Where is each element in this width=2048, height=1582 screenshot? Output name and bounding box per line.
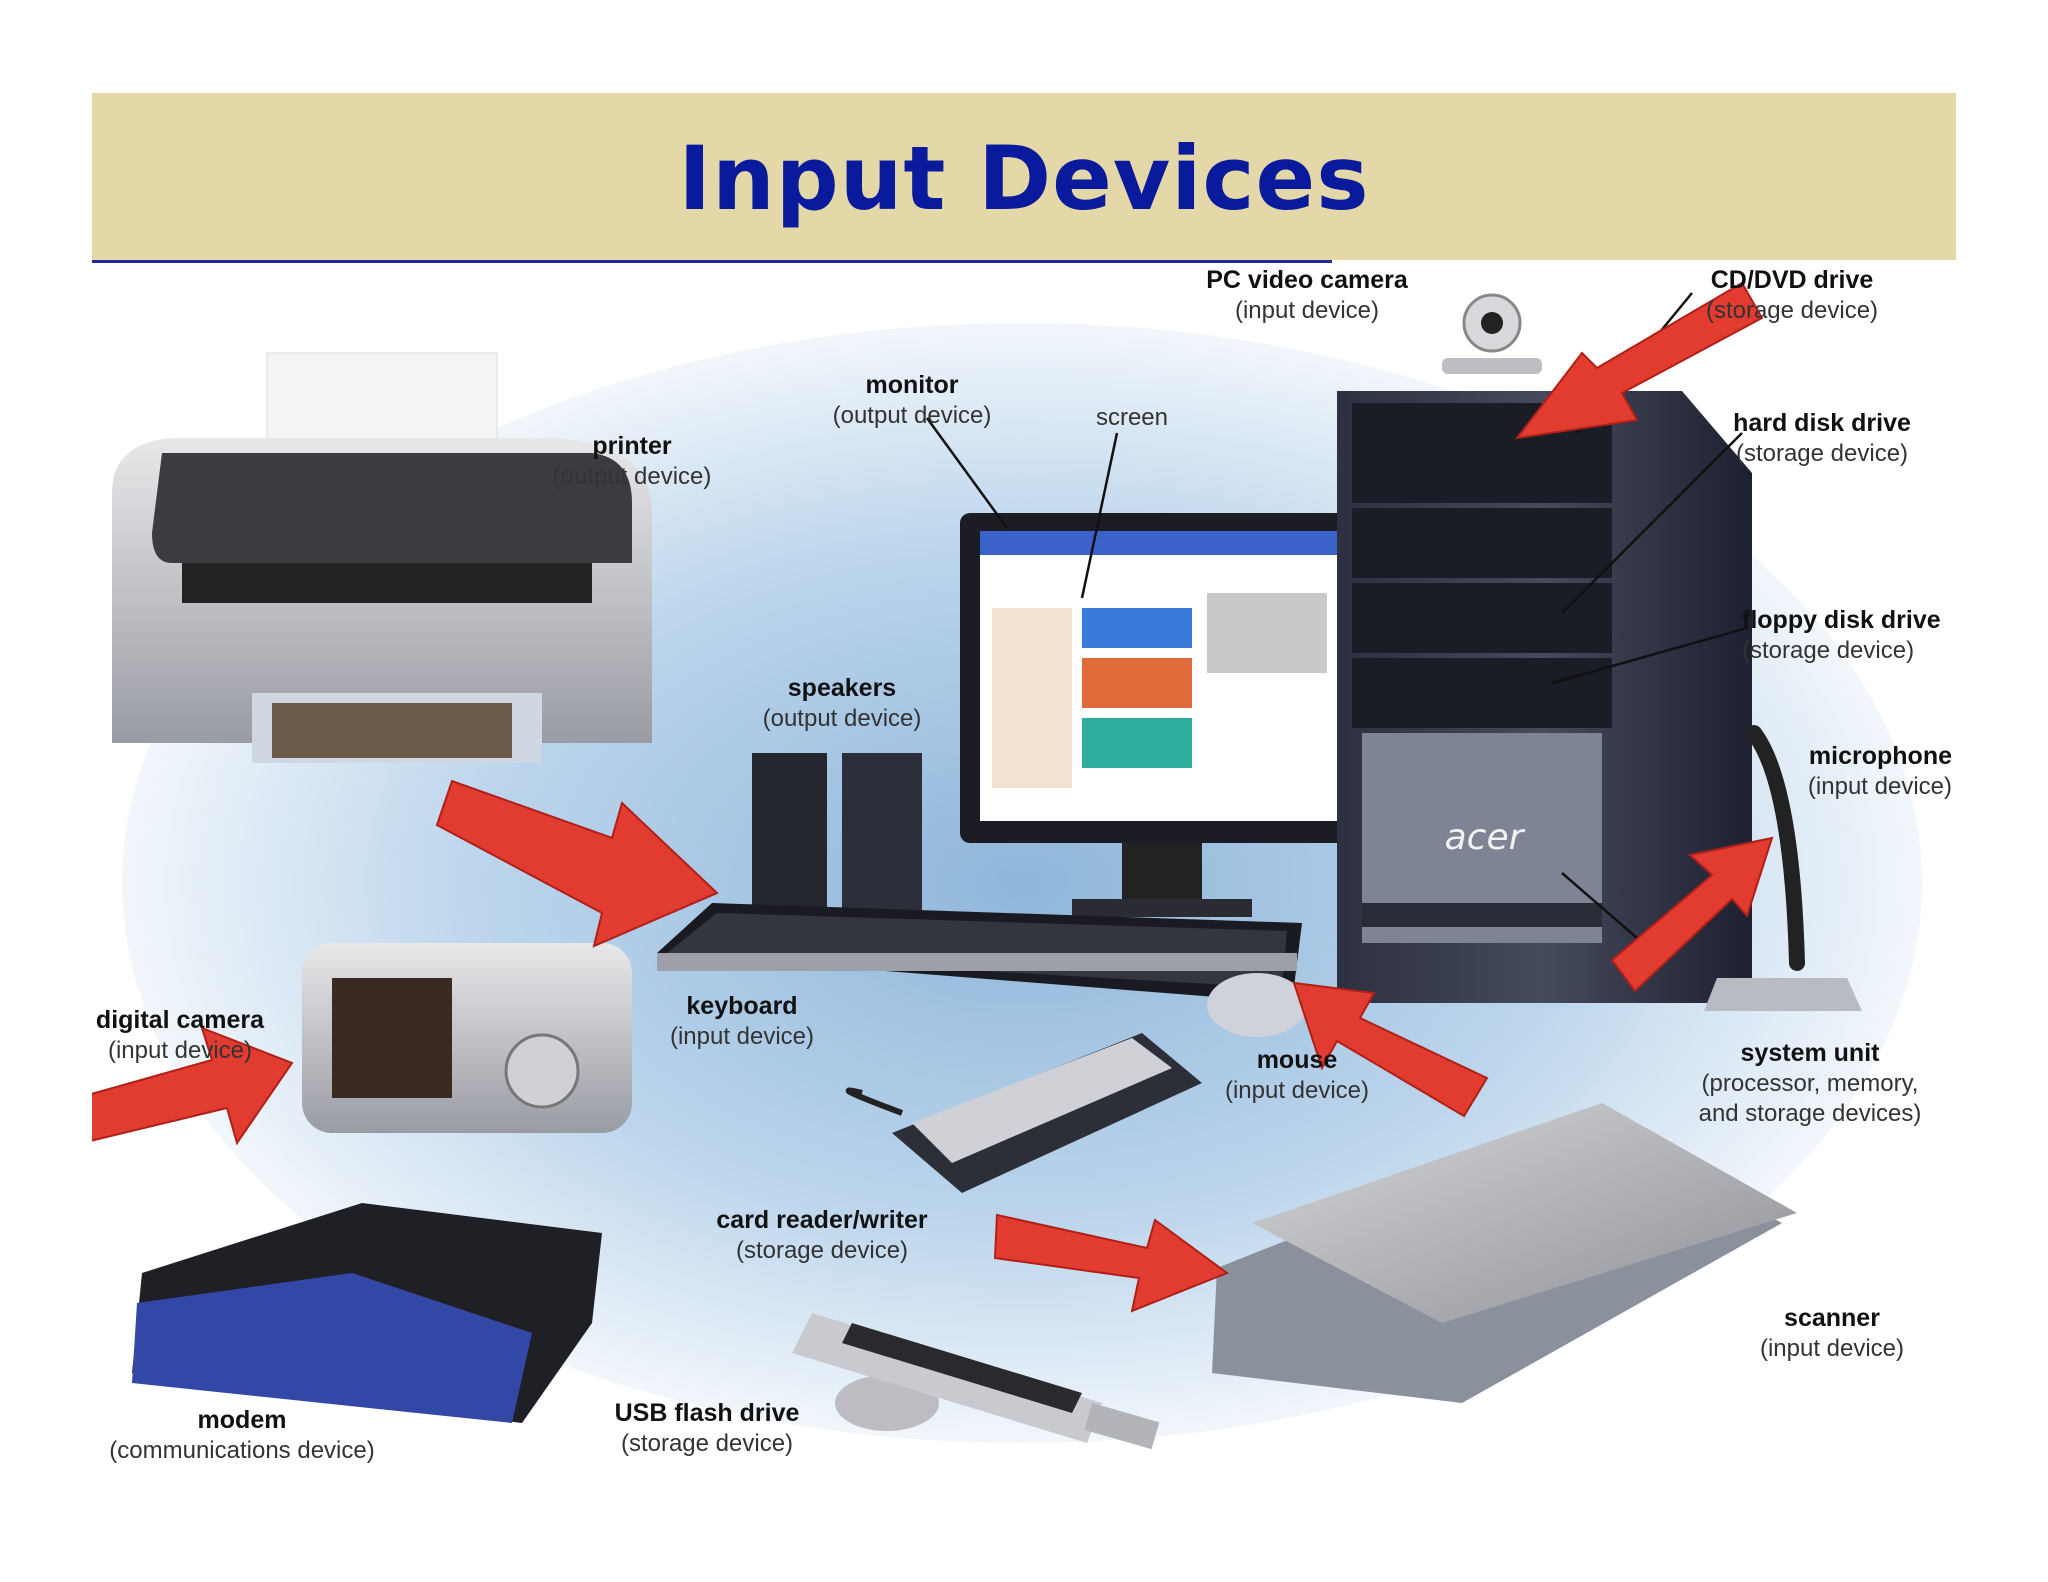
- title-bar: Input Devices: [92, 93, 1956, 260]
- brand-logo: acer: [1445, 817, 1526, 858]
- webcam-illustration: [1442, 293, 1542, 374]
- arrow-digital-camera: [92, 1026, 294, 1146]
- floppy-leader: [1551, 626, 1748, 685]
- label-microphone: microphone (input device): [1752, 741, 1952, 802]
- label-usb-flash-drive: USB flash drive (storage device): [597, 1398, 817, 1459]
- digital-camera-illustration: [302, 943, 632, 1133]
- label-name: printer: [592, 432, 672, 460]
- arrow-mouse: [1292, 981, 1489, 1118]
- arrow-microphone: [1610, 836, 1774, 993]
- screen-leader: [1080, 432, 1119, 599]
- label-name: speakers: [787, 674, 897, 702]
- label-monitor: monitor (output device): [807, 370, 1017, 431]
- keyboard-illustration: [657, 903, 1302, 1003]
- label-category-line2: and storage devices): [1698, 1100, 1922, 1128]
- label-digital-camera: digital camera (input device): [92, 1005, 280, 1066]
- label-category: (storage device): [1742, 637, 1915, 665]
- label-category: (storage device): [735, 1237, 909, 1265]
- label-name: monitor: [865, 371, 959, 399]
- label-name: screen: [1095, 404, 1169, 431]
- label-category: (input device): [1234, 297, 1380, 325]
- slide-title: Input Devices: [678, 127, 1370, 230]
- label-category: (processor, memory,: [1701, 1070, 1919, 1098]
- label-system-unit: system unit (processor, memory, and stor…: [1680, 1038, 1940, 1129]
- label-category: (storage device): [1705, 297, 1879, 325]
- label-screen: screen: [1082, 403, 1182, 433]
- label-hard-disk-drive: hard disk drive (storage device): [1717, 408, 1927, 469]
- label-category: (output device): [552, 463, 712, 491]
- label-name: scanner: [1784, 1304, 1880, 1332]
- arrow-scanner: [993, 1213, 1230, 1313]
- label-mouse: mouse (input device): [1207, 1045, 1387, 1106]
- label-category: (storage device): [620, 1430, 794, 1458]
- label-name: floppy disk drive: [1742, 606, 1941, 634]
- label-cd-dvd-drive: CD/DVD drive (storage device): [1687, 265, 1897, 326]
- speakers-illustration: [752, 753, 922, 923]
- label-name: CD/DVD drive: [1710, 266, 1874, 294]
- scanner-illustration: [1212, 1103, 1797, 1403]
- monitor-illustration: [960, 513, 1370, 917]
- card-reader-illustration: [845, 1033, 1202, 1193]
- label-name: modem: [197, 1406, 287, 1434]
- label-name: hard disk drive: [1733, 409, 1911, 437]
- label-name: USB flash drive: [614, 1399, 800, 1427]
- label-category: (input device): [669, 1023, 815, 1051]
- label-modem: modem (communications device): [92, 1405, 392, 1466]
- diagram-illustration: acer: [92, 281, 1922, 1450]
- label-floppy-disk-drive: floppy disk drive (storage device): [1742, 605, 1956, 666]
- modem-illustration: [132, 1203, 602, 1423]
- printer-illustration: [112, 352, 652, 763]
- arrow-pc-video-camera: [1514, 281, 1764, 440]
- label-printer: printer (output device): [537, 431, 727, 492]
- label-category: (input device): [1224, 1077, 1370, 1105]
- diagram-canvas: acer: [92, 263, 1956, 1493]
- usb-flash-drive-illustration: [792, 1313, 1160, 1450]
- microphone-illustration: [1704, 725, 1862, 1011]
- hard-disk-leader: [1561, 432, 1743, 614]
- label-name: keyboard: [686, 992, 798, 1020]
- label-category: (output device): [832, 402, 992, 430]
- label-category: (storage device): [1735, 440, 1909, 468]
- label-name: card reader/writer: [716, 1206, 928, 1234]
- label-category: (output device): [762, 705, 922, 733]
- label-pc-video-camera: PC video camera (input device): [1192, 265, 1422, 326]
- title-underline: [92, 260, 1332, 263]
- label-name: digital camera: [95, 1006, 265, 1034]
- label-keyboard: keyboard (input device): [652, 991, 832, 1052]
- label-scanner: scanner (input device): [1732, 1303, 1932, 1364]
- label-speakers: speakers (output device): [747, 673, 937, 734]
- monitor-leader: [925, 417, 1009, 529]
- highlight-arrows: [92, 281, 1774, 1313]
- label-name: microphone: [1808, 742, 1952, 770]
- label-name: system unit: [1740, 1039, 1880, 1067]
- system-unit-leader: [1561, 872, 1638, 939]
- arrow-keyboard: [435, 779, 719, 948]
- label-card-reader: card reader/writer (storage device): [702, 1205, 942, 1266]
- mouse-illustration: [1207, 973, 1307, 1037]
- label-category: (input device): [107, 1037, 253, 1065]
- label-name: PC video camera: [1206, 266, 1408, 294]
- label-name: mouse: [1256, 1046, 1338, 1074]
- label-category: (input device): [1807, 773, 1952, 801]
- label-category: (input device): [1759, 1335, 1905, 1363]
- label-category: (communications device): [109, 1437, 375, 1465]
